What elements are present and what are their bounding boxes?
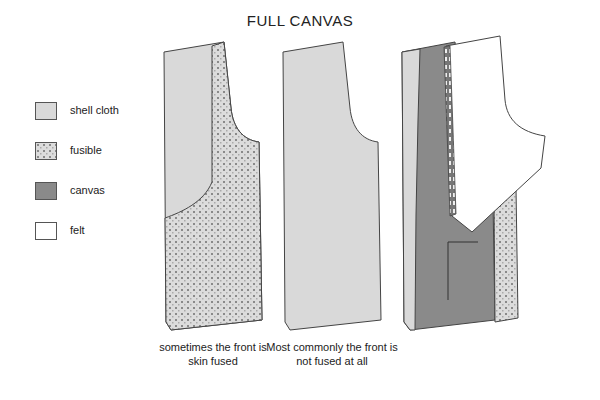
shell-panel: [283, 42, 381, 330]
legend-label: felt: [70, 224, 85, 236]
legend-swatch: [35, 102, 57, 120]
legend-swatch: [35, 222, 57, 240]
dart-line: [448, 242, 478, 243]
pattern-swatch: [36, 143, 56, 159]
legend-label: canvas: [70, 184, 105, 196]
shell-lapel: [402, 49, 420, 330]
legend-label: shell cloth: [70, 104, 119, 116]
fusible-sample: [36, 143, 56, 159]
legend-swatch: [35, 142, 57, 160]
legend-label: fusible: [70, 144, 102, 156]
figure-caption: Most commonly the front is not fused at …: [260, 340, 405, 369]
figure-caption: sometimes the front is skin fused: [148, 340, 278, 369]
diagram-title: FULL CANVAS: [0, 12, 600, 29]
felt-chest-piece: [446, 36, 545, 232]
fusible-panel: [165, 42, 262, 330]
dart-line: [448, 242, 449, 300]
legend-swatch: [35, 182, 57, 200]
shell-panel: [164, 42, 262, 330]
stitched-strip: [444, 46, 456, 216]
